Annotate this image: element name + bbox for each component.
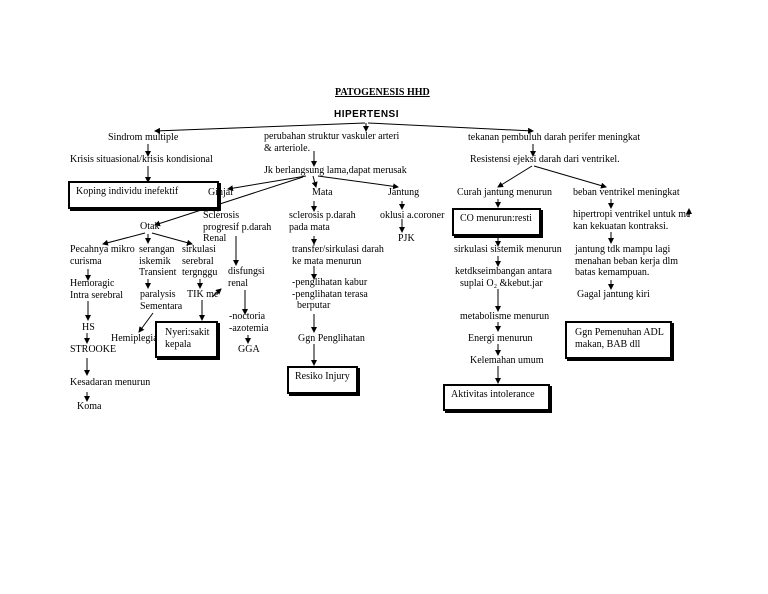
node-sirkulasi-sistemik: sirkulasi sistemik menurun bbox=[454, 244, 562, 255]
node-noctoria-azotemia: -noctoria -azotemia bbox=[229, 311, 269, 334]
box-co-menurun: CO menurun:resti bbox=[452, 208, 541, 236]
node-perubahan-struktur: perubahan struktur vaskuler arteri & art… bbox=[264, 131, 400, 154]
box-resiko-injury: Resiko Injury bbox=[287, 366, 358, 394]
node-energi-menurun: Energi menurun bbox=[468, 333, 533, 344]
node-jk-berlangsung: Jk berlangsung lama,dapat merusak bbox=[264, 165, 407, 176]
node-sclerosis-renal: Sclerosis progresif p.darah Renal bbox=[203, 210, 272, 244]
node-hemoragic: Hemoragic Intra serebral bbox=[70, 278, 124, 301]
node-hemiplegia: Hemiplegia bbox=[111, 333, 158, 344]
node-sirkulasi-serebral: sirkulasi serebral tergnggu bbox=[182, 244, 218, 278]
box-aktivitas-intolerance: Aktivitas intolerance bbox=[443, 384, 550, 411]
node-tekanan-pembuluh: tekanan pembuluh darah perifer meningkat bbox=[468, 132, 641, 143]
root-node-hipertensi: HIPERTENSI bbox=[334, 109, 400, 120]
node-ginjal: Ginjal bbox=[208, 187, 233, 198]
node-gagal-jantung-kiri: Gagal jantung kiri bbox=[577, 289, 650, 300]
node-serangan-iskemik: serangan iskemik Transient bbox=[139, 244, 177, 278]
node-ggn-penglihatan: Ggn Penglihatan bbox=[298, 333, 365, 344]
node-resistensi-ejeksi: Resistensi ejeksi darah dari ventrikel. bbox=[470, 154, 620, 165]
node-strooke: STROOKE bbox=[70, 344, 117, 355]
node-sclerosis-mata: sclerosis p.darah pada mata bbox=[289, 210, 356, 233]
node-disfungsi-renal: disfungsi renal bbox=[228, 266, 265, 289]
node-kelemahan-umum: Kelemahan umum bbox=[470, 355, 544, 366]
node-paralysis: paralysis Sementara bbox=[140, 289, 183, 312]
node-jantung-tdk-mampu: jantung tdk mampu lagi menahan beban ker… bbox=[575, 244, 679, 278]
node-transfer-sirkulasi: transfer/sirkulasi darah ke mata menurun bbox=[292, 244, 384, 267]
box-ggn-pemenuhan-adl: Ggn Pemenuhan ADL makan, BAB dll bbox=[565, 321, 672, 359]
node-kesadaran-menurun: Kesadaran menurun bbox=[70, 377, 151, 388]
node-beban-ventrikel: beban ventrikel meningkat bbox=[573, 187, 680, 198]
node-oklusi-coroner: oklusi a.coroner bbox=[380, 210, 445, 221]
node-hs: HS bbox=[82, 322, 95, 333]
node-pecahnya-mikro: Pecahnya mikro curisma bbox=[70, 244, 135, 267]
node-ketidakseimbangan: ketdkseimbangan antara suplai O₂ &kebut.… bbox=[455, 266, 552, 289]
node-curah-jantung: Curah jantung menurun bbox=[457, 187, 552, 198]
page-title: PATOGENESIS HHD bbox=[335, 87, 430, 98]
node-mata: Mata bbox=[312, 187, 333, 198]
node-krisis: Krisis situasional/krisis kondisional bbox=[70, 154, 213, 165]
node-sindrom-multiple: Sindrom multiple bbox=[108, 132, 179, 143]
node-tik: TIK me bbox=[187, 289, 219, 300]
node-pjk: PJK bbox=[398, 233, 415, 244]
node-penglihatan: -penglihatan kabur -penglihatan terasa b… bbox=[292, 277, 368, 311]
node-otak: Otak bbox=[140, 221, 160, 232]
node-metabolisme: metabolisme menurun bbox=[460, 311, 550, 322]
node-jantung: Jantung bbox=[388, 187, 420, 198]
node-gga: GGA bbox=[238, 344, 260, 355]
node-hipertropi: hipertropi ventrikel untuk me kan kekuat… bbox=[573, 209, 691, 232]
box-koping-individu: Koping individu inefektif bbox=[68, 181, 219, 209]
node-koma: Koma bbox=[77, 401, 102, 412]
box-nyeri: Nyeri:sakit kepala bbox=[155, 321, 218, 358]
